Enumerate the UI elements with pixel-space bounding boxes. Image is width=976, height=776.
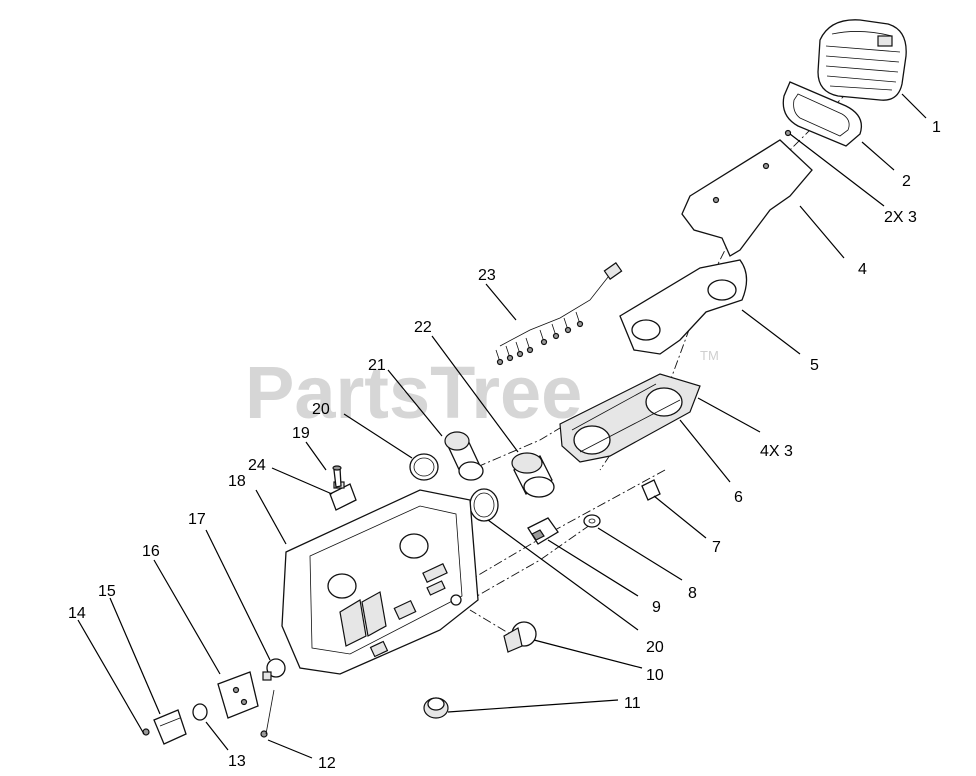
callout-2x3: 2X 3 <box>884 209 917 226</box>
part-12-screw <box>260 689 275 738</box>
part-22-gauge <box>511 452 555 498</box>
part-10-bulb <box>503 621 537 653</box>
part-5-plate <box>619 259 748 355</box>
callout-13: 13 <box>228 753 246 770</box>
part-8-nut <box>583 514 601 528</box>
callout-8: 8 <box>688 585 697 602</box>
callout-23: 23 <box>478 267 496 284</box>
part-1-cover <box>817 19 907 101</box>
part-16-switch-block <box>217 671 259 719</box>
callout-22: 22 <box>414 319 432 336</box>
part-4-bracket <box>681 129 813 257</box>
part-2-gasket <box>782 81 863 147</box>
callout-1: 1 <box>932 119 941 136</box>
callout-18: 18 <box>228 473 246 490</box>
callout-12: 12 <box>318 755 336 772</box>
callout-9: 9 <box>652 599 661 616</box>
part-9-switch <box>527 517 559 545</box>
part-24-clip <box>329 481 357 511</box>
part-15-holder <box>153 709 187 745</box>
watermark-text: PartsTree <box>245 351 582 434</box>
callout-5: 5 <box>810 357 819 374</box>
part-20-ring-upper <box>409 453 439 481</box>
part-11-knob <box>423 697 449 719</box>
callout-20-upper: 20 <box>312 401 330 418</box>
part-21-gauge <box>444 431 484 481</box>
part-13-bulb <box>192 703 208 721</box>
part-23-wire-harness <box>495 262 623 366</box>
callout-6: 6 <box>734 489 743 506</box>
leader-lines <box>77 93 927 759</box>
part-7-clip <box>641 479 661 501</box>
callout-7: 7 <box>712 539 721 556</box>
callout-19: 19 <box>292 425 310 442</box>
callout-16: 16 <box>142 543 160 560</box>
part-18-dash-panel <box>281 489 479 675</box>
callout-21: 21 <box>368 357 386 374</box>
part-6-gauge-housing <box>559 373 701 463</box>
callout-15: 15 <box>98 583 116 600</box>
part-17-bulb <box>262 658 286 681</box>
part-19-screw <box>332 465 342 488</box>
callout-4x3: 4X 3 <box>760 443 793 460</box>
callout-20-lower: 20 <box>646 639 664 656</box>
callout-11: 11 <box>624 695 641 712</box>
callout-14: 14 <box>68 605 86 622</box>
part-20-ring-lower <box>469 488 499 522</box>
callout-10: 10 <box>646 667 664 684</box>
callout-2: 2 <box>902 173 911 190</box>
part-14-screw <box>142 728 150 736</box>
watermark-trademark: TM <box>700 348 719 363</box>
callout-17: 17 <box>188 511 206 528</box>
callout-24: 24 <box>248 457 266 474</box>
callout-4: 4 <box>858 261 867 278</box>
